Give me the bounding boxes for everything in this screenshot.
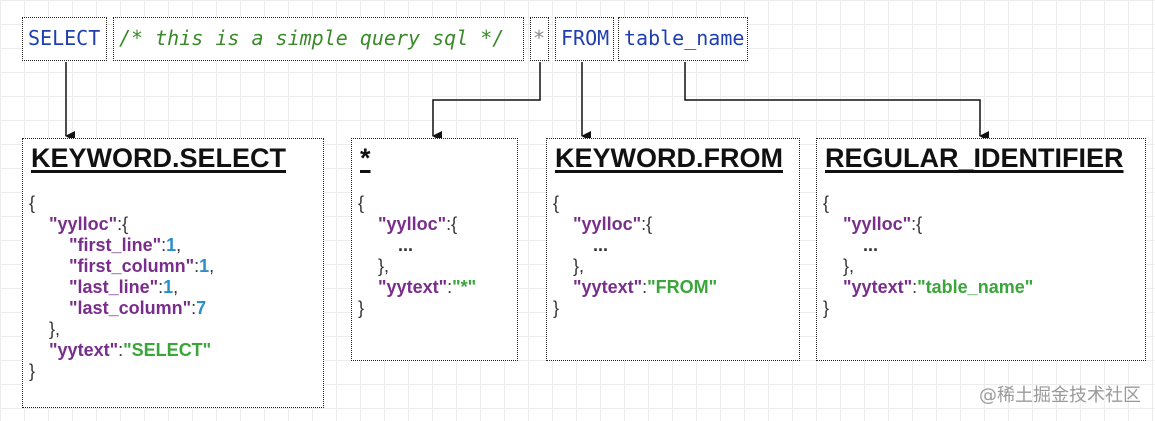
brace-open: {: [823, 193, 830, 213]
field-value: 1: [199, 256, 210, 276]
brace-close: }: [553, 298, 560, 318]
yytext-key: "yytext": [49, 340, 119, 360]
brace-close: }: [823, 298, 830, 318]
brace-open: {: [29, 193, 36, 213]
ellipsis: ...: [398, 235, 414, 255]
arrow-star: [432, 62, 541, 141]
box-keyword-select: KEYWORD.SELECT { "yylloc":{ "first_line"…: [22, 138, 324, 408]
brace-open: {: [358, 193, 365, 213]
token-select: SELECT: [22, 17, 107, 61]
yytext-value: "FROM": [647, 277, 718, 297]
field-sep: ,: [173, 277, 179, 297]
yytext-value: "*": [452, 277, 477, 297]
brace-close: }: [358, 298, 365, 318]
yylloc-close: },: [49, 319, 61, 339]
box-star: * { "yylloc":{ ... }, "yytext":"*" }: [351, 138, 518, 361]
yytext-colon: :: [118, 340, 124, 360]
field-sep: ,: [176, 235, 182, 255]
token-star: *: [530, 17, 549, 61]
box-keyword-from: KEYWORD.FROM { "yylloc":{ ... }, "yytext…: [546, 138, 800, 361]
box-identifier-title: REGULAR_IDENTIFIER: [825, 143, 1124, 173]
box-from-title: KEYWORD.FROM: [555, 143, 783, 173]
yylloc-key: "yylloc": [573, 214, 642, 234]
field-sep: ,: [209, 256, 215, 276]
yylloc-close: },: [378, 256, 390, 276]
field-value: 1: [166, 235, 177, 255]
token-select-text: SELECT: [28, 26, 101, 50]
ellipsis: ...: [863, 235, 879, 255]
box-select-title: KEYWORD.SELECT: [31, 143, 287, 173]
token-table-name-text: table_name: [624, 26, 745, 50]
token-comment-text: /* this is a simple query sql */: [119, 26, 505, 50]
yytext-value: "table_name": [917, 277, 1034, 297]
box-star-title: *: [360, 143, 371, 173]
yylloc-close: },: [573, 256, 585, 276]
brace-open: {: [553, 193, 560, 213]
yylloc-open: :{: [117, 214, 129, 234]
token-from-text: FROM: [561, 26, 610, 50]
brace-close: }: [29, 361, 36, 381]
box-star-code: { "yylloc":{ ... }, "yytext":"*" }: [358, 193, 476, 319]
token-table-name: table_name: [618, 17, 748, 61]
field-value: 7: [196, 298, 207, 318]
field-colon: :: [191, 298, 197, 318]
yytext-value: "SELECT": [123, 340, 212, 360]
yylloc-open: :{: [641, 214, 653, 234]
yytext-colon: :: [642, 277, 648, 297]
field-key: "last_line": [69, 277, 159, 297]
yytext-key: "yytext": [843, 277, 913, 297]
box-regular-identifier: REGULAR_IDENTIFIER { "yylloc":{ ... }, "…: [816, 138, 1146, 361]
yylloc-open: :{: [911, 214, 923, 234]
yylloc-key: "yylloc": [378, 214, 447, 234]
token-comment: /* this is a simple query sql */: [113, 17, 524, 61]
yylloc-key: "yylloc": [843, 214, 912, 234]
field-key: "first_column": [69, 256, 195, 276]
field-key: "last_column": [69, 298, 192, 318]
ellipsis: ...: [593, 235, 609, 255]
token-from: FROM: [555, 17, 614, 61]
field-colon: :: [161, 235, 167, 255]
token-star-text: *: [533, 26, 546, 50]
yytext-colon: :: [447, 277, 453, 297]
yylloc-close: },: [843, 256, 855, 276]
yylloc-open: :{: [446, 214, 458, 234]
box-identifier-code: { "yylloc":{ ... }, "yytext":"table_name…: [823, 193, 1033, 319]
yylloc-key: "yylloc": [49, 214, 118, 234]
field-colon: :: [158, 277, 164, 297]
yytext-colon: :: [912, 277, 918, 297]
box-from-code: { "yylloc":{ ... }, "yytext":"FROM" }: [553, 193, 717, 319]
field-value: 1: [163, 277, 174, 297]
arrow-identifier: [684, 62, 989, 141]
field-colon: :: [194, 256, 200, 276]
yytext-key: "yytext": [378, 277, 448, 297]
yytext-key: "yytext": [573, 277, 643, 297]
box-select-code: { "yylloc":{ "first_line":1, "first_colu…: [29, 193, 214, 382]
watermark: @稀土掘金技术社区: [979, 385, 1141, 406]
field-key: "first_line": [69, 235, 162, 255]
